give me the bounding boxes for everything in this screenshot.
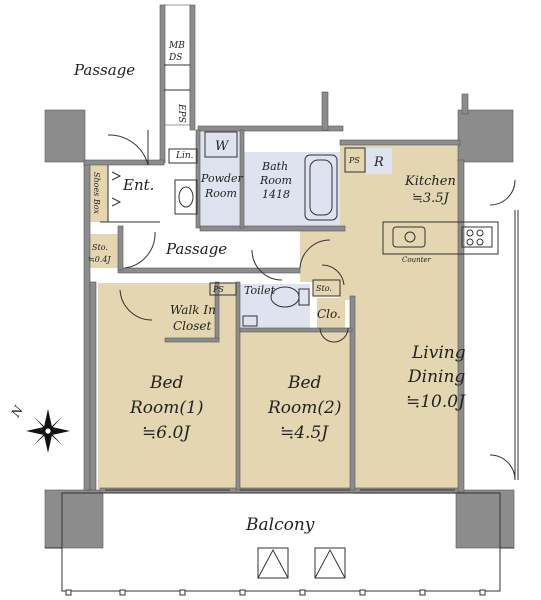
wall-left	[83, 161, 91, 491]
label-ps2: PS	[212, 285, 224, 294]
column-bottom-right	[455, 489, 515, 549]
label-eps: EPS	[176, 103, 186, 123]
wall-passage-bottom	[117, 267, 301, 274]
sink	[392, 226, 426, 248]
label-bed2-a: Bed	[287, 373, 322, 393]
label-powder-room: Room	[204, 187, 237, 200]
label-entrance: Ent.	[122, 176, 154, 194]
label-living: Living	[411, 343, 466, 363]
column-bottom-left	[44, 489, 104, 549]
label-counter: Counter	[402, 256, 432, 264]
label-bed1-size: ≒6.0J	[142, 423, 191, 443]
wall-pipe-left	[159, 4, 166, 164]
wall-powder-left	[195, 129, 201, 229]
outdoor-unit-2	[314, 547, 346, 579]
label-ds: DS	[168, 53, 182, 63]
wall-top-kitchen	[339, 139, 461, 146]
powder-floor	[199, 130, 241, 228]
thin-lines	[45, 64, 519, 596]
column-top-left	[44, 109, 86, 163]
label-washer: W	[215, 139, 230, 154]
label-mb: MB	[168, 41, 185, 51]
storage2-floor	[313, 280, 340, 296]
label-lin: Lin.	[175, 151, 194, 161]
label-storage1: Sto.	[92, 243, 108, 252]
label-bed2-b: Room(2)	[267, 398, 341, 418]
wall-bed-divider	[235, 281, 241, 491]
labels: N Passage MB DS EPS Lin. W Powder Room B…	[8, 41, 466, 535]
wall-corner-2	[461, 93, 469, 115]
column-top-right	[457, 109, 514, 163]
wall-bed2-right	[349, 295, 356, 491]
wall-left-ext	[89, 281, 97, 491]
wall-wic-bottom	[164, 337, 220, 343]
label-fridge: R	[373, 155, 384, 170]
label-compass-n: N	[8, 403, 26, 420]
label-passage-inner: Passage	[165, 240, 227, 258]
stove	[461, 226, 493, 248]
toilet-floor	[240, 284, 310, 328]
wall-top-bath	[197, 125, 344, 132]
outdoor-unit-1	[257, 547, 289, 579]
wall-pipe-right	[189, 4, 196, 131]
label-wic-1: Walk In	[170, 303, 216, 317]
label-living-size: ≒10.0J	[406, 392, 466, 412]
wall-left-mid	[117, 225, 124, 271]
bedroom-2-floor	[240, 330, 352, 489]
wall-entrance-top	[83, 159, 165, 166]
label-ps1: PS	[348, 156, 360, 165]
washer-space	[204, 131, 238, 158]
fridge-space	[366, 148, 392, 174]
label-kitchen-size: ≒3.5J	[412, 191, 450, 206]
closet-floor	[317, 298, 345, 328]
wall-right	[457, 159, 465, 493]
label-bed1-b: Room(1)	[129, 398, 203, 418]
powder-sink	[174, 179, 198, 215]
label-balcony: Balcony	[245, 515, 315, 535]
bath-floor	[243, 152, 340, 228]
label-bath: Bath	[261, 160, 288, 173]
label-bath-size: 1418	[262, 188, 290, 201]
walk-in-closet-floor	[167, 297, 217, 339]
wall-bath-bottom	[199, 225, 346, 232]
wall-bath-left	[239, 129, 245, 229]
storage1-floor	[86, 234, 118, 268]
bathtub	[304, 154, 338, 221]
label-bath-room: Room	[259, 174, 292, 187]
shoes-box-floor	[86, 164, 108, 222]
label-kitchen: Kitchen	[404, 174, 456, 189]
label-dining: Dining	[407, 367, 465, 387]
compass-icon	[26, 409, 70, 453]
balcony-outline	[61, 492, 501, 592]
label-passage-outer: Passage	[73, 61, 135, 79]
label-bed2-size: ≒4.5J	[280, 423, 329, 443]
label-shoes-box: Shoes Box	[92, 172, 101, 215]
label-storage1-size: ≒0.4J	[88, 255, 111, 264]
label-wic-2: Closet	[173, 319, 212, 333]
wall-toilet-bottom	[239, 327, 353, 333]
label-powder: Powder	[200, 172, 244, 185]
label-closet: Clo.	[317, 307, 341, 321]
wall-corner-1	[321, 91, 329, 131]
label-storage2: Sto.	[316, 284, 332, 293]
label-bed1-a: Bed	[149, 373, 184, 393]
floor-areas	[86, 130, 460, 494]
kitchen-counter	[382, 221, 499, 255]
label-toilet: Toilet	[244, 284, 276, 297]
